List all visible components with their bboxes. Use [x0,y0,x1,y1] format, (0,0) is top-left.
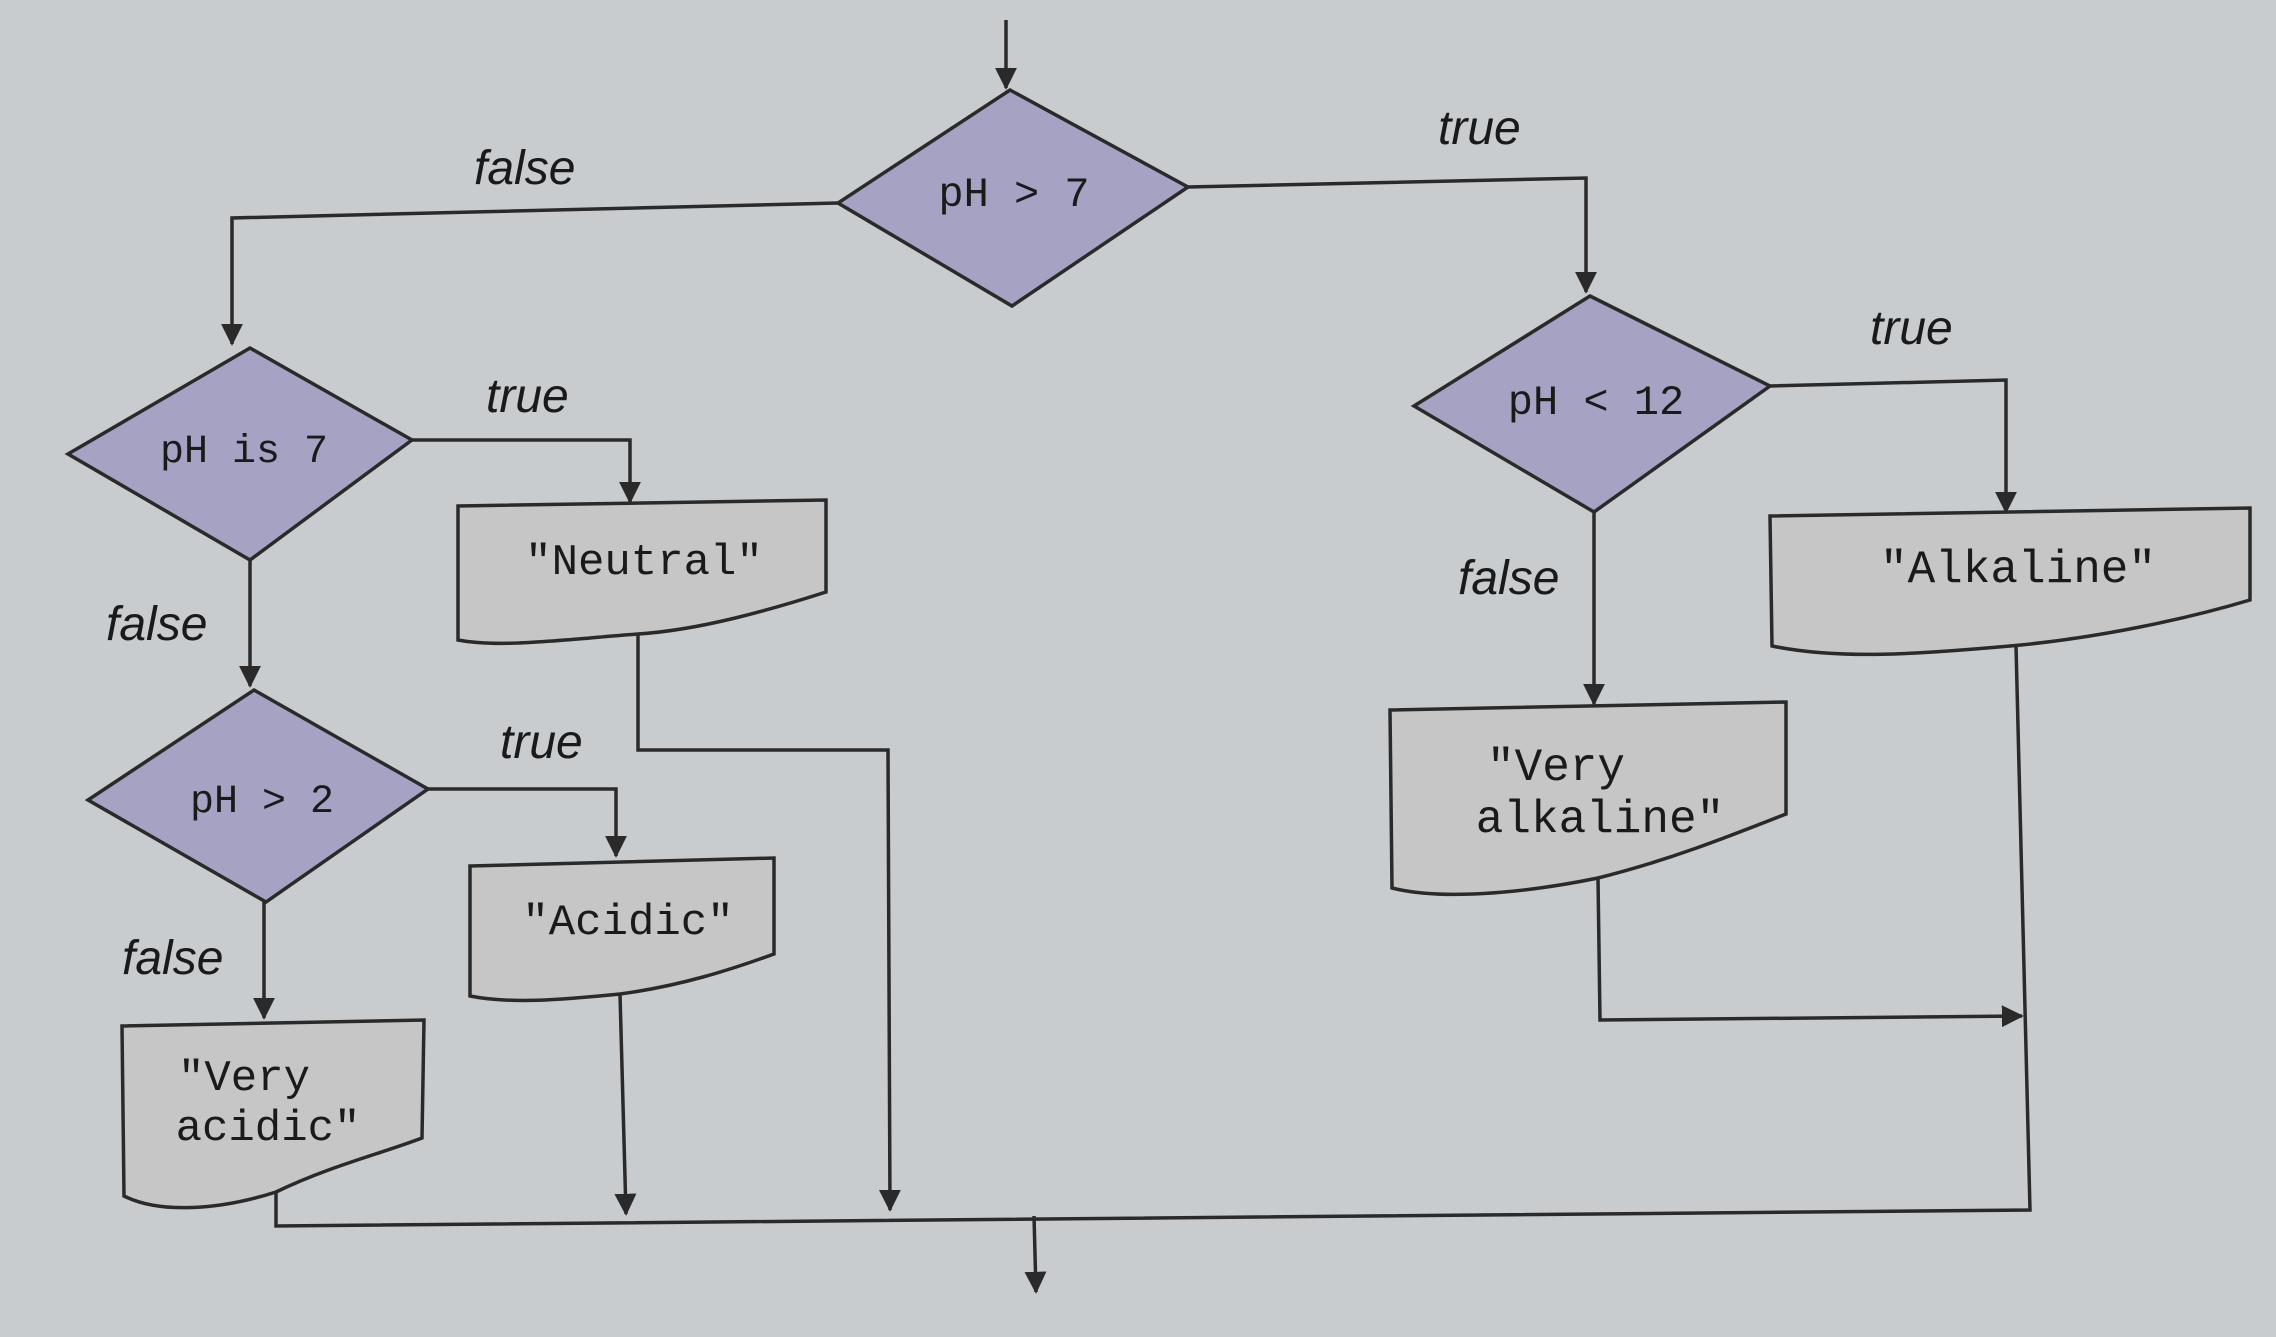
output-very-alkaline-line-1: "Very [1487,742,1625,794]
output-alkaline: "Alkaline" [1768,506,2252,657]
output-neutral-line-1: "Neutral" [525,538,763,588]
decision-ph-gt-7: pH > 7 [834,87,1192,309]
label-is7-true: true [486,370,569,423]
decision-ph-gt-2-label: pH > 2 [190,780,334,825]
label-lt12-true: true [1870,302,1953,355]
output-very-alkaline-line-2: alkaline" [1476,794,1724,846]
output-alkaline-line-1: "Alkaline" [1880,544,2156,596]
acidic-flow-path [614,993,637,1216]
very-alkaline-flow-path [1596,877,2024,1028]
label-top-false: false [474,142,575,195]
label-is7-false: false [106,598,207,651]
decision-ph-is-7: pH is 7 [64,345,416,563]
label-gt2-true: true [500,716,583,769]
branch-labels: false true true false true false true fa… [106,102,1953,985]
label-top-true: true [1438,102,1521,155]
connectors [221,20,2032,1294]
merge-line [274,645,2032,1228]
output-very-acidic-line-2: acidic" [176,1104,361,1154]
neutral-flow-path [636,634,901,1212]
output-very-acidic: "Very acidic" [120,1018,426,1210]
lt12-true-path [1769,378,2017,514]
decision-ph-lt-12-label: pH < 12 [1508,379,1684,427]
decision-ph-is-7-label: pH is 7 [160,430,328,475]
label-gt2-false: false [122,932,223,985]
is7-true-path [412,438,641,504]
decision-ph-gt-2: pH > 2 [84,687,432,905]
output-very-acidic-line-1: "Very [178,1054,310,1104]
decision-ph-gt-7-label: pH > 7 [938,171,1089,219]
label-lt12-false: false [1458,552,1559,605]
output-acidic: "Acidic" [468,856,776,1003]
gt2-true-path [428,787,627,858]
decision-ph-lt-12: pH < 12 [1410,293,1774,515]
top-false-path [221,201,839,346]
top-true-path [1187,176,1597,294]
output-acidic-line-1: "Acidic" [522,898,733,948]
exit-arrow [1024,1215,1047,1294]
output-neutral: "Neutral" [456,498,828,646]
output-very-alkaline: "Very alkaline" [1388,700,1788,897]
